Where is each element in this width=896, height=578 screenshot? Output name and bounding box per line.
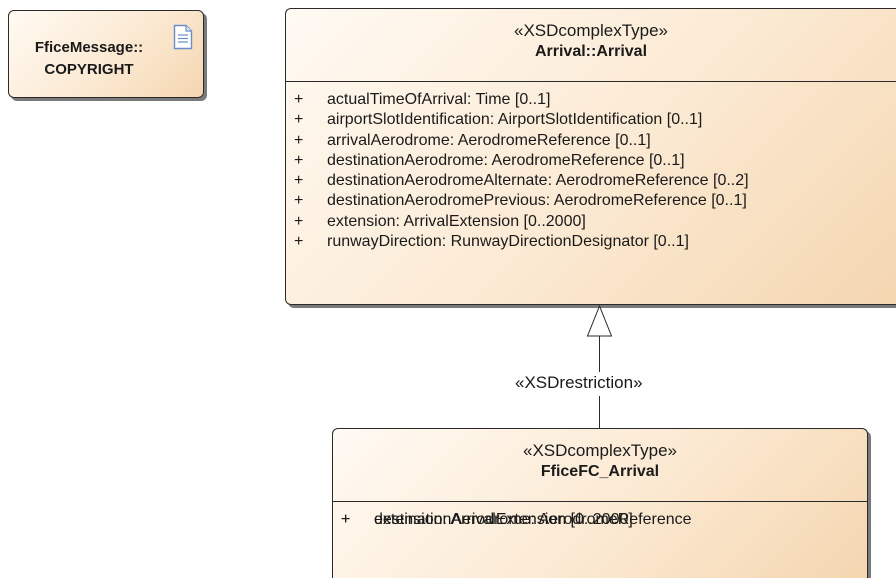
attribute-row[interactable]: + runwayDirection: RunwayDirectionDesigna… — [286, 232, 896, 252]
attribute-row[interactable]: + arrivalAerodrome: AerodromeReference [0… — [286, 131, 896, 151]
fficefc-arrival-class[interactable]: «XSDcomplexType» FficeFC_Arrival + destin… — [332, 428, 868, 578]
attribute-text: runwayDirection: RunwayDirectionDesignat… — [327, 233, 689, 251]
attribute-text: destinationAerodromeAlternate: Aerodrome… — [327, 172, 749, 190]
attribute-visibility: + — [294, 151, 304, 169]
arrival-class[interactable]: «XSDcomplexType» Arrival::Arrival + actua… — [285, 8, 896, 305]
attribute-text: destinationAerodrome: AerodromeReference — [374, 511, 692, 528]
attribute-text: extension: ArrivalExtension [0..2000] — [327, 212, 586, 230]
attribute-row[interactable]: + destinationAerodromeAlternate: Aerodrom… — [286, 171, 896, 191]
class-stereotype: «XSDcomplexType» — [513, 21, 669, 40]
copyright-note[interactable]: FficeMessage:: COPYRIGHT — [8, 10, 204, 98]
attribute-visibility: + — [294, 172, 304, 190]
attribute-compartment: + destinationAerodrome: AerodromeReferenc… — [333, 501, 867, 528]
generalization-arrowhead — [586, 304, 613, 337]
copyright-name: COPYRIGHT — [44, 61, 134, 78]
attribute-row[interactable]: + airportSlotIdentification: AirportSlotI… — [286, 110, 896, 130]
attribute-row[interactable]: + destinationAerodromePrevious: Aerodrome… — [286, 191, 896, 211]
restriction-stereotype-label: «XSDrestriction» — [515, 372, 685, 394]
attribute-visibility: + — [341, 511, 351, 528]
document-icon — [173, 24, 193, 50]
attribute-row[interactable]: + destinationAerodrome: AerodromeReferenc… — [286, 151, 896, 171]
class-name: FficeFC_Arrival — [540, 463, 660, 480]
attribute-text: destinationAerodromePrevious: AerodromeR… — [327, 192, 747, 210]
attribute-text: arrivalAerodrome: AerodromeReference [0.… — [327, 131, 651, 149]
attribute-text: airportSlotIdentification: AirportSlotId… — [327, 111, 703, 129]
copyright-note-label: FficeMessage:: COPYRIGHT — [9, 37, 169, 81]
class-header: «XSDcomplexType» FficeFC_Arrival — [333, 429, 867, 501]
attribute-row[interactable]: + extension: ArrivalExtension [0..2000] — [286, 212, 896, 232]
class-header: «XSDcomplexType» Arrival::Arrival — [286, 9, 896, 81]
attribute-visibility: + — [341, 511, 351, 528]
attribute-visibility: + — [294, 233, 304, 251]
attribute-text: destinationAerodrome: AerodromeReference… — [327, 151, 685, 169]
class-stereotype: «XSDcomplexType» — [522, 441, 678, 460]
attribute-visibility: + — [294, 131, 304, 149]
copyright-package: FficeMessage:: — [34, 39, 144, 56]
attribute-visibility: + — [294, 192, 304, 210]
attribute-text: actualTimeOfArrival: Time [0..1] — [327, 91, 551, 108]
class-name: Arrival::Arrival — [534, 43, 648, 60]
attribute-visibility: + — [294, 212, 304, 230]
attribute-row[interactable]: + actualTimeOfArrival: Time [0..1] — [286, 90, 896, 110]
attribute-compartment: + actualTimeOfArrival: Time [0..1] + airpor… — [286, 81, 896, 252]
attribute-visibility: + — [294, 91, 304, 108]
attribute-text: extension: ArrivalExtension [0..2000] — [374, 511, 633, 528]
attribute-visibility: + — [294, 111, 304, 129]
